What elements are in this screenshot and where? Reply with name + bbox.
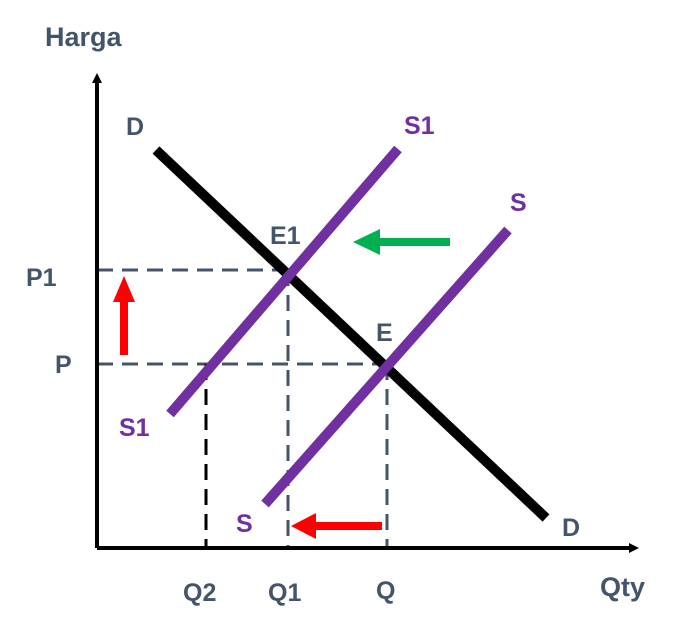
demand-label-bottom: D: [562, 514, 580, 542]
quantity-label-q1: Q1: [268, 579, 301, 607]
equilibrium-label-new: E1: [270, 222, 301, 250]
supply-curve-shifted: [166, 145, 402, 418]
supply-curve: [261, 226, 512, 508]
demand-curve: [152, 146, 550, 522]
quantity-label-q2: Q2: [183, 579, 216, 607]
arrow-up-icon: [113, 276, 135, 355]
supply-label-top: S: [510, 189, 527, 217]
equilibrium-label-original: E: [376, 319, 393, 347]
supply-shifted-label-bottom: S1: [119, 414, 150, 442]
axes: [92, 73, 639, 553]
supply-label-bottom: S: [236, 510, 253, 538]
demand-label-top: D: [126, 113, 144, 141]
y-axis-label: Harga: [45, 22, 123, 52]
arrow-left-icon: [353, 229, 450, 255]
supply-shifted-label-top: S1: [404, 112, 435, 140]
arrow-left-icon: [291, 513, 382, 539]
x-axis-label: Qty: [600, 572, 645, 602]
price-label-p1: P1: [26, 264, 57, 292]
quantity-label-q: Q: [376, 577, 395, 605]
price-label-p: P: [55, 351, 72, 379]
guide-lines: [97, 268, 389, 548]
